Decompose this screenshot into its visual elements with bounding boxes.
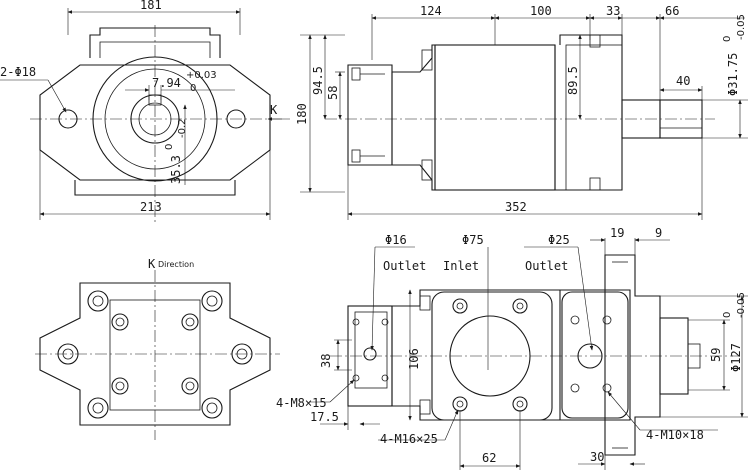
label-phi25: Φ25 xyxy=(548,233,570,247)
label-outlet-right: Outlet xyxy=(525,259,568,273)
dim-181: 181 xyxy=(140,0,162,12)
dim-shaft-upper: 0 xyxy=(722,36,733,42)
k-direction-view: K Direction xyxy=(35,257,280,440)
dim-352: 352 xyxy=(505,200,527,214)
dim-100: 100 xyxy=(530,4,552,18)
label-phi16: Φ16 xyxy=(385,233,407,247)
dim-94-5: 94.5 xyxy=(311,66,325,95)
dim-38: 38 xyxy=(319,354,333,368)
dim-66: 66 xyxy=(665,4,679,18)
dim-shaft-lower: -0.05 xyxy=(736,14,747,40)
label-outlet-left: Outlet xyxy=(383,259,426,273)
view-arrow-k: K xyxy=(270,103,278,117)
dim-213: 213 xyxy=(140,200,162,214)
dim-bore-value: 7.94 xyxy=(152,76,181,90)
dim-59: 59 xyxy=(709,348,723,362)
bottom-view: Φ16 Φ75 Φ25 19 9 Outlet Inlet Outlet xyxy=(276,226,748,470)
label-m16: 4-M16×25 xyxy=(380,432,438,446)
dim-key-lower: -0.2 xyxy=(177,118,188,138)
dim-30: 30 xyxy=(590,450,604,464)
dim-19: 19 xyxy=(610,226,624,240)
dim-62: 62 xyxy=(482,451,496,465)
k-view-word: Direction xyxy=(158,260,194,269)
side-view: 124 100 33 66 180 94.5 58 xyxy=(295,4,748,220)
dim-40: 40 xyxy=(676,74,690,88)
dim-9: 9 xyxy=(655,226,662,240)
dim-106: 106 xyxy=(407,348,421,370)
label-m10: 4-M10×18 xyxy=(646,428,704,442)
dim-58: 58 xyxy=(326,86,340,100)
label-holes: 2-Φ18 xyxy=(0,65,36,79)
dim-89-5: 89.5 xyxy=(566,66,580,95)
mount-hole-right xyxy=(226,109,246,129)
dim-17-5: 17.5 xyxy=(310,410,339,424)
label-phi75: Φ75 xyxy=(462,233,484,247)
dim-shaft-dia: Φ31.75 xyxy=(726,53,740,96)
label-inlet: Inlet xyxy=(443,259,479,273)
dim-key-upper: 0 xyxy=(164,144,175,150)
dim-key-value: 35.3 xyxy=(169,155,183,184)
dim-33: 33 xyxy=(606,4,620,18)
dim-124: 124 xyxy=(420,4,442,18)
mount-hole-left xyxy=(58,109,78,129)
front-view: 181 2-Φ18 7.94 +0.03 0 35.3 0 -0.2 xyxy=(0,0,290,222)
dim-pilot-dia: Φ127 xyxy=(729,343,743,372)
dim-bore-lower: 0 xyxy=(190,83,196,94)
dim-pilot-upper: 0 xyxy=(722,312,733,318)
dim-bore-upper: +0.03 xyxy=(186,70,217,81)
dim-pilot-lower: -0.05 xyxy=(736,292,747,318)
k-view-letter: K xyxy=(148,257,156,271)
label-m8: 4-M8×15 xyxy=(276,396,327,410)
dim-180: 180 xyxy=(295,103,309,125)
